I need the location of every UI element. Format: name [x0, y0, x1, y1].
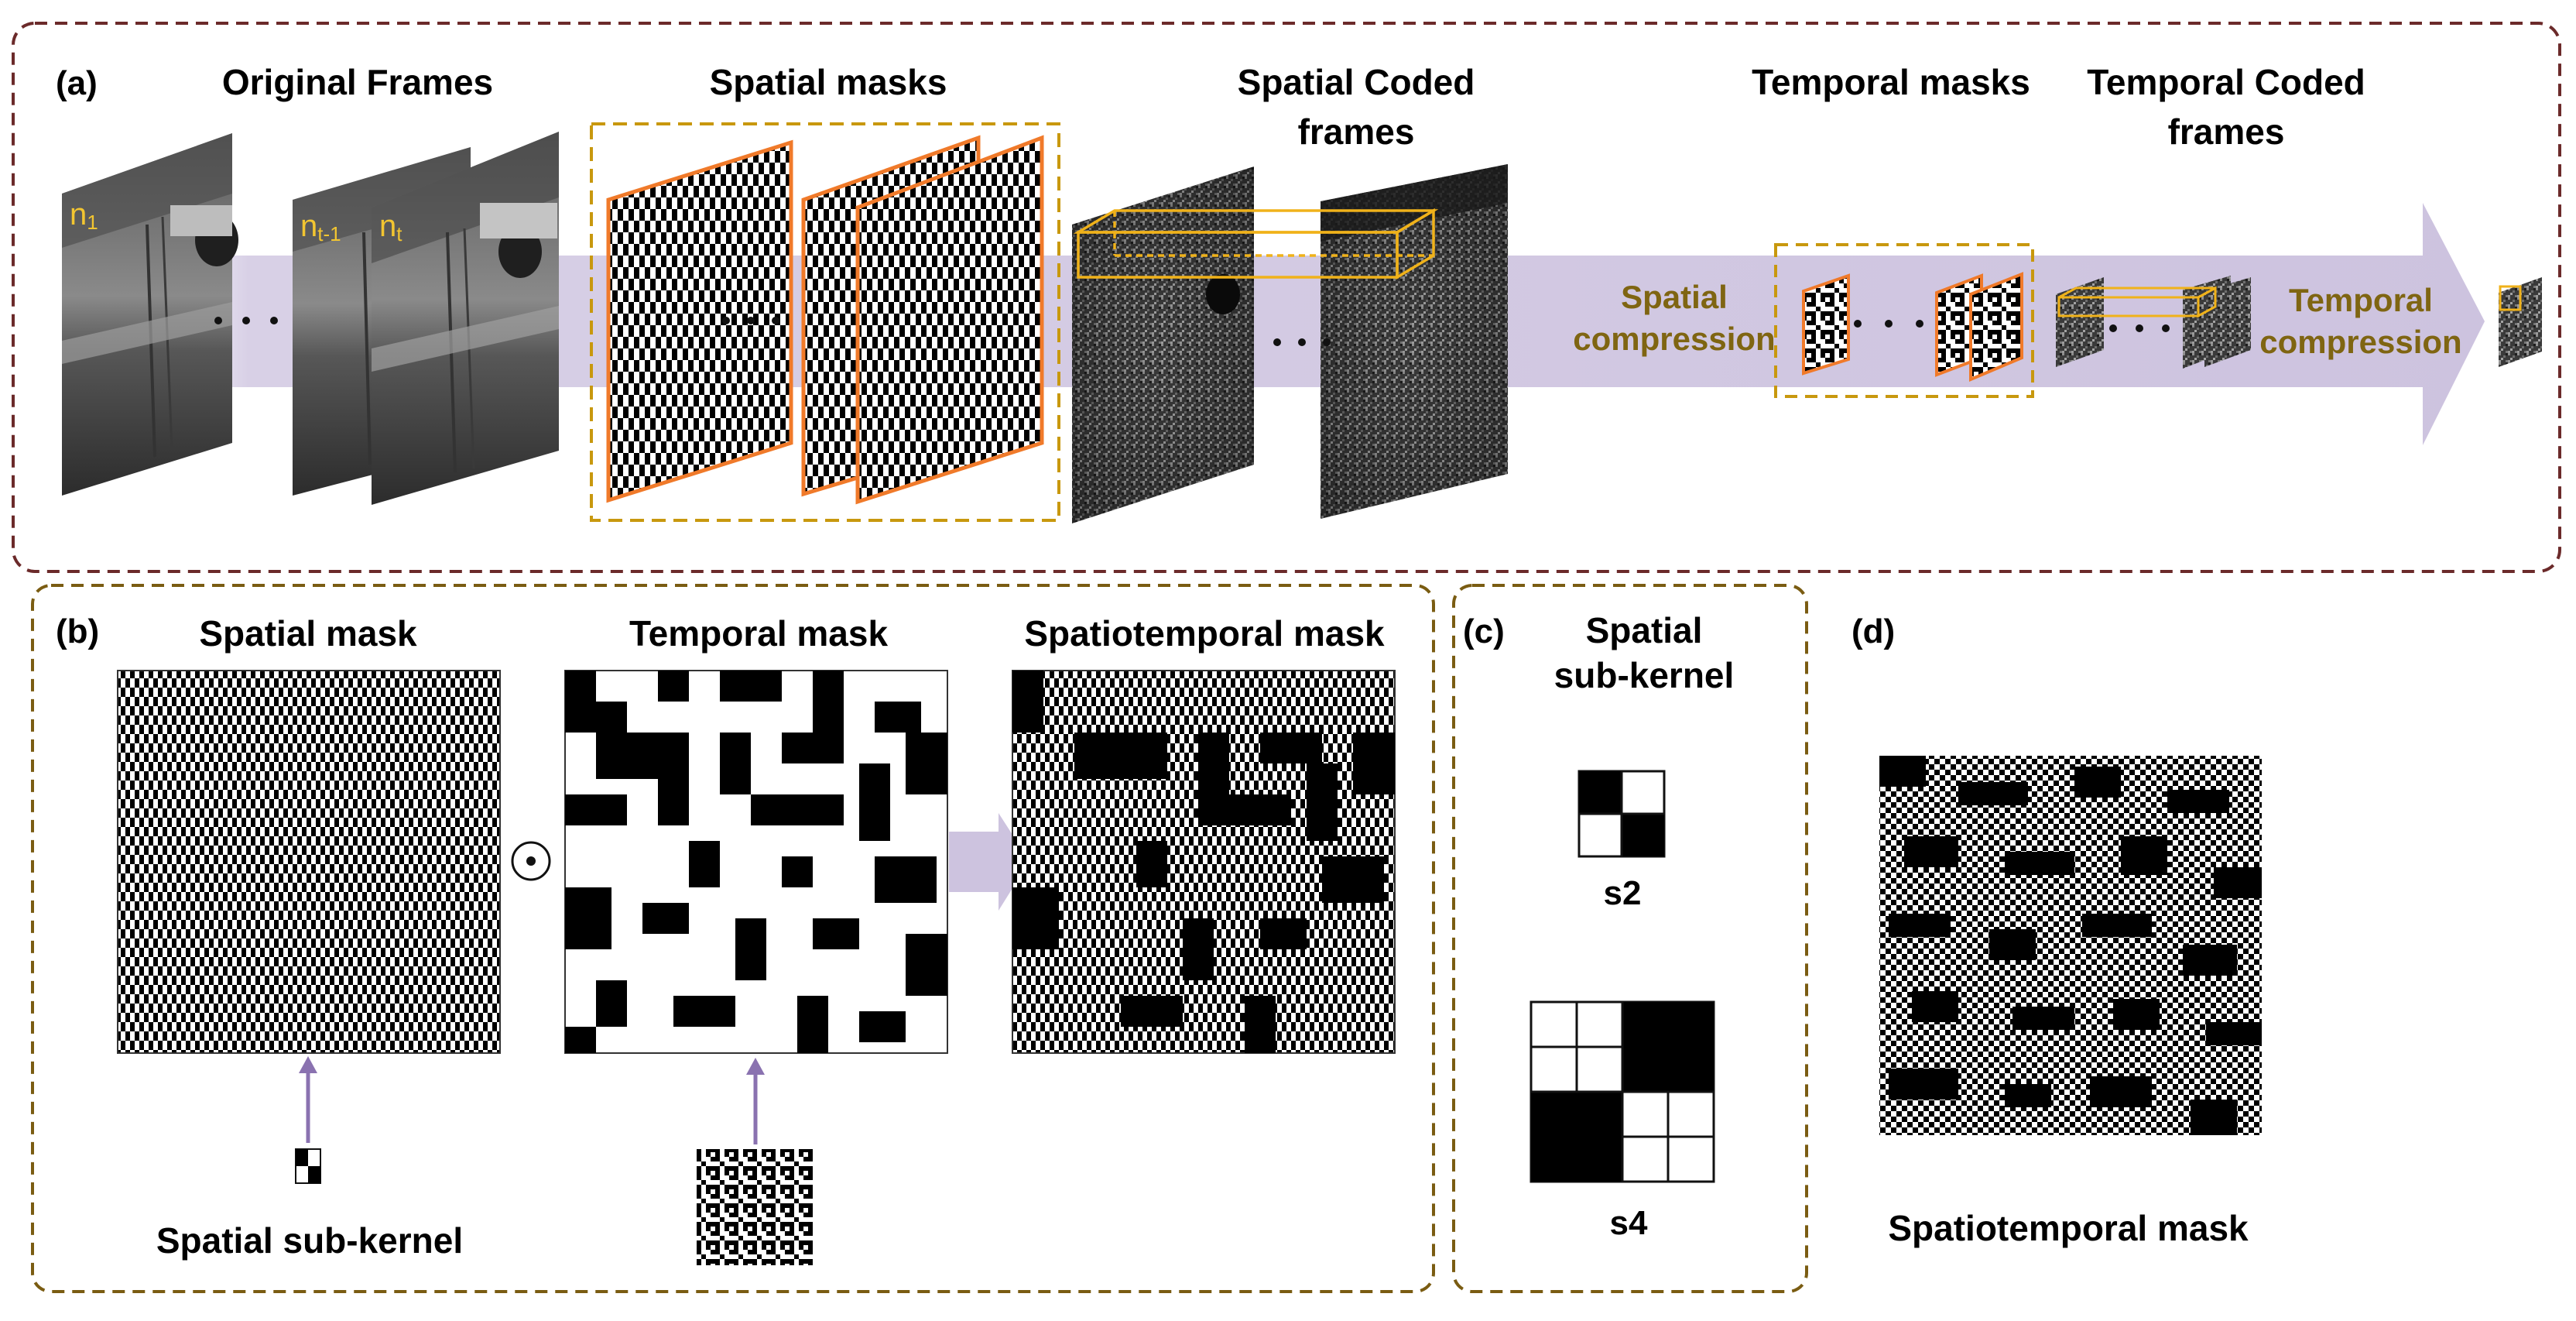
spatial-sub-kernel-caption: Spatial sub-kernel	[156, 1220, 463, 1261]
spatial-coded-title-2: frames	[1298, 112, 1415, 152]
panel-b-label: (b)	[56, 612, 99, 650]
temporal-masks-group-border	[1774, 243, 2034, 398]
temporal-compression-label-2: compression	[2259, 324, 2461, 360]
panel-a-border	[12, 22, 2561, 573]
spatial-compression-label-1: Spatial	[1621, 279, 1728, 315]
panel-a: (a) Original Frames Spatial masks Spatia…	[12, 22, 2561, 573]
kernel-s4-label: s4	[1610, 1204, 1648, 1242]
spatial-coded-title-1: Spatial Coded	[1238, 62, 1475, 102]
spatial-kernel-pointer-head	[299, 1056, 317, 1073]
temporal-mask-frame-3	[1969, 272, 2023, 383]
spatiotemporal-mask-image	[1012, 670, 1396, 1054]
panel-d: (d)	[1852, 612, 2262, 1248]
spatiotemporal-mask-d-image	[1879, 756, 2262, 1135]
original-frame-n1	[62, 133, 238, 496]
spatial-masks-title: Spatial masks	[710, 62, 947, 102]
spatial-mask-image	[117, 670, 501, 1054]
original-frame-nt	[372, 132, 559, 505]
panel-b: (b) Spatial mask Temporal mask Spatiotem…	[31, 584, 1435, 1293]
kernel-s2-image	[1577, 770, 1666, 858]
mask-ellipsis	[722, 317, 779, 324]
spatial-mask-frame-3	[855, 135, 1044, 505]
frame-label-nt1: nt-1	[300, 209, 341, 245]
temporal-coded-ellipsis	[2109, 324, 2170, 332]
spatial-coded-ellipsis	[1273, 338, 1331, 346]
temporal-mask-image	[564, 670, 948, 1054]
temporal-coded-frame-1	[2056, 277, 2104, 367]
temporal-coded-title-2: frames	[2168, 112, 2285, 152]
temporal-sub-kernel-image	[697, 1149, 813, 1265]
kernel-s2-label: s2	[1604, 874, 1642, 912]
panel-c-label: (c)	[1463, 612, 1505, 650]
spatial-coded-frame-2	[1321, 164, 1508, 519]
temporal-kernel-pointer-head	[746, 1058, 765, 1075]
spatial-compression-label-2: compression	[1573, 321, 1775, 357]
panel-c-title-2: sub-kernel	[1554, 655, 1735, 695]
compressed-output-frame	[2499, 277, 2542, 367]
spatial-mask-title: Spatial mask	[199, 613, 417, 654]
hadamard-operator	[511, 841, 551, 881]
original-frames-title: Original Frames	[222, 62, 493, 102]
temporal-masks-title: Temporal masks	[1752, 62, 2030, 102]
panel-c-border	[1452, 584, 1808, 1293]
panel-c: (c) Spatial sub-kernel s2 s4	[1452, 584, 1808, 1293]
combine-arrow	[949, 813, 1029, 911]
spatial-sub-kernel-image	[295, 1148, 321, 1184]
temporal-mask-frame-1	[1802, 273, 1850, 376]
frame-label-nt: nt	[379, 209, 402, 245]
temporal-mask-title: Temporal mask	[629, 613, 888, 654]
spatiotemporal-mask-title: Spatiotemporal mask	[1024, 613, 1385, 654]
kernel-s4-image	[1530, 1000, 1715, 1183]
spatial-compression-cube	[1073, 208, 1439, 280]
temporal-coded-title-1: Temporal Coded	[2087, 62, 2365, 102]
panel-a-label: (a)	[56, 64, 98, 102]
temporal-compression-cube	[2057, 286, 2217, 318]
temporal-mask-ellipsis	[1854, 320, 1923, 328]
temporal-compression-label-1: Temporal	[2289, 282, 2433, 318]
frame-ellipsis-1	[214, 317, 278, 324]
panel-d-label: (d)	[1852, 612, 1895, 650]
spatial-mask-frame-1	[606, 139, 793, 503]
frame-label-n1: n1	[70, 197, 98, 234]
spatial-masks-group-border	[590, 122, 1060, 522]
panel-d-caption: Spatiotemporal mask	[1888, 1208, 2249, 1248]
panel-c-title-1: Spatial	[1586, 610, 1703, 650]
